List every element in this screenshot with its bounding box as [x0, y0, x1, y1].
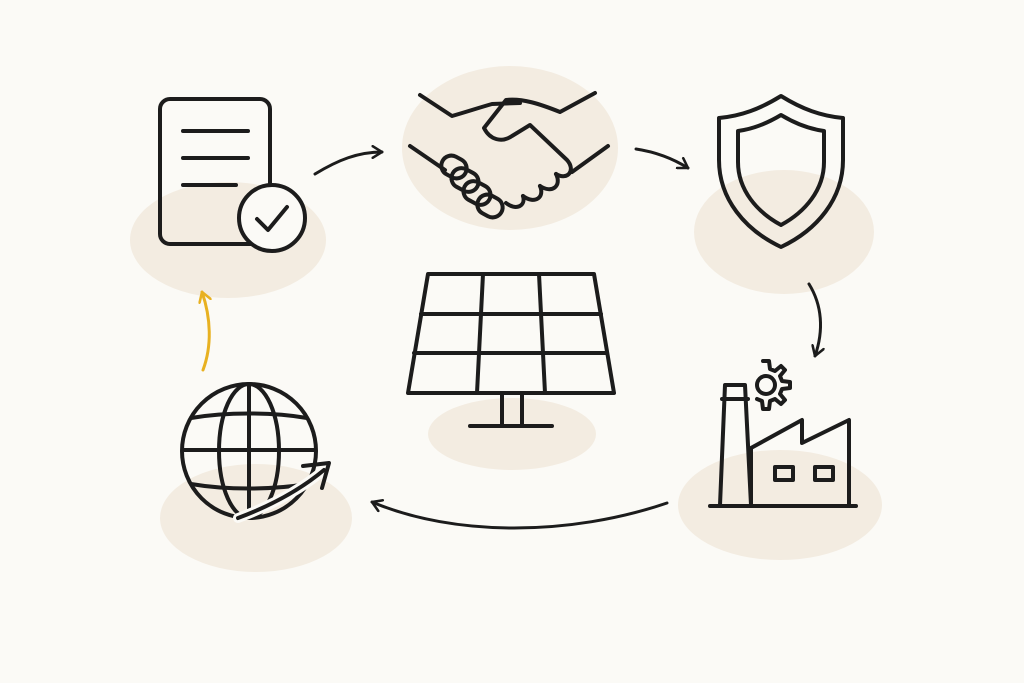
cycle-arrows — [202, 147, 821, 530]
shield-icon — [717, 94, 845, 249]
solar-panel-icon — [406, 272, 616, 428]
document-check-icon — [158, 97, 307, 253]
background-blobs — [130, 66, 882, 572]
blob-shield — [694, 170, 874, 294]
blob-handshake — [402, 66, 618, 230]
blob-solar — [428, 398, 596, 470]
factory-gear-icon — [708, 359, 858, 508]
arrow-handshake-to-shield — [634, 147, 690, 170]
handshake-icon — [408, 91, 610, 220]
globe-arrow-icon — [180, 382, 331, 523]
arrow-factory-to-globe — [370, 502, 669, 530]
arrow-globe-to-document — [202, 290, 209, 372]
arrow-shield-to-factory — [807, 282, 821, 358]
arrow-document-to-handshake — [313, 152, 384, 176]
